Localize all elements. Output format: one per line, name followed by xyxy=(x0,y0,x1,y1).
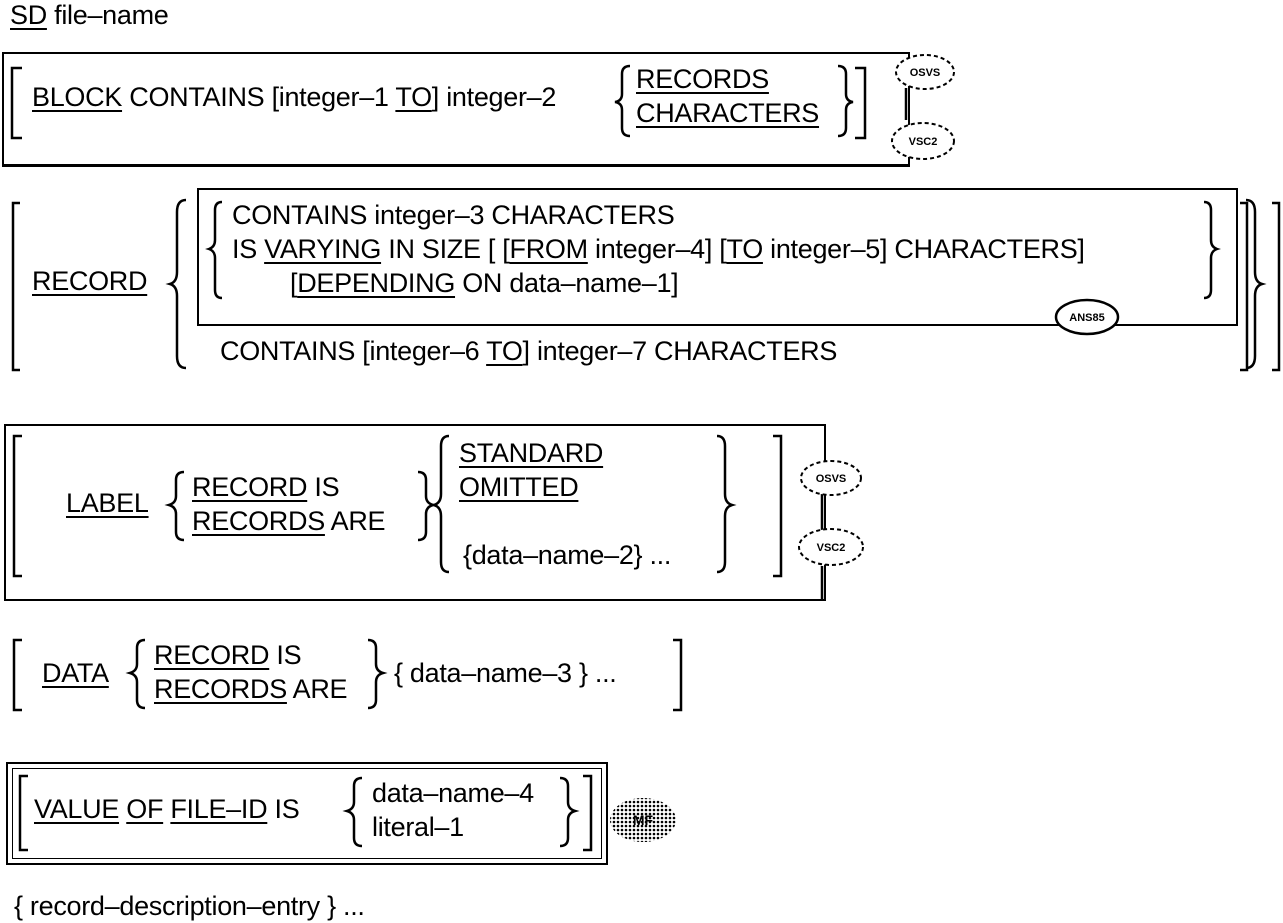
record-from: FROM xyxy=(509,234,589,264)
block-integer1: [integer–1 xyxy=(271,82,389,112)
value-right-brace xyxy=(559,776,580,848)
record-int4: integer–4] [ xyxy=(595,234,727,264)
record-int5: integer–5] CHARACTERS] xyxy=(770,234,1085,264)
block-option-records: RECORDS xyxy=(636,64,769,94)
data-record-right-brace xyxy=(367,638,388,710)
record-depending-open: [ xyxy=(290,268,298,298)
svg-text:VSC2: VSC2 xyxy=(909,136,938,148)
record-description-entry: { record–description–entry } ... xyxy=(14,891,365,921)
data-are: ARE xyxy=(292,674,348,704)
svg-text:OSVS: OSVS xyxy=(816,473,847,485)
label-option-standard: STANDARD xyxy=(459,438,604,468)
data-records-are: RECORDS ARE xyxy=(154,674,348,704)
record-to: TO xyxy=(726,234,764,264)
record-to-2: TO xyxy=(486,336,523,366)
label-record-is: RECORD IS xyxy=(192,472,340,502)
label-record-left-brace xyxy=(164,470,185,542)
label-options-left-brace xyxy=(429,434,450,574)
block-keyword: BLOCK xyxy=(32,82,123,112)
record-depending-rest: ON data–name–1] xyxy=(462,268,679,298)
value-keyword: VALUE xyxy=(34,794,120,824)
value-is: IS xyxy=(274,794,300,824)
svg-text:MF: MF xyxy=(633,812,654,828)
block-to: TO xyxy=(395,82,432,112)
record-line-2: IS VARYING IN SIZE [ [FROM integer–4] [T… xyxy=(232,236,1085,263)
label-left-bracket xyxy=(12,434,22,578)
varying-right-brace xyxy=(1203,200,1221,300)
value-left-brace xyxy=(342,776,363,848)
label-keyword: LABEL xyxy=(66,488,149,518)
ans85-badge: ANS85 xyxy=(1054,298,1120,336)
osvs-badge-block: OSVS xyxy=(895,54,955,90)
value-clause-box-outer xyxy=(6,762,608,865)
vsc2-badge-label: VSC2 xyxy=(798,528,864,566)
varying-left-brace xyxy=(205,200,223,300)
data-record-left-brace xyxy=(125,638,146,710)
mf-badge: MF xyxy=(610,798,676,842)
record-in-size: IN SIZE [ [ xyxy=(388,234,510,264)
data-record-is: RECORD IS xyxy=(154,640,302,670)
label-records: RECORDS xyxy=(192,506,325,536)
sd-header: SD file–name xyxy=(10,2,169,29)
block-options-left-brace xyxy=(614,64,631,138)
svg-text:VSC2: VSC2 xyxy=(817,542,846,554)
data-record: RECORD xyxy=(154,640,270,670)
record-line-1: CONTAINS integer–3 CHARACTERS xyxy=(232,200,675,230)
data-right-bracket xyxy=(673,638,683,712)
file-id-keyword: FILE–ID xyxy=(170,794,268,824)
block-left-bracket xyxy=(10,66,22,140)
label-record-right-brace xyxy=(417,470,438,542)
record-right-bracket-2 xyxy=(1272,201,1281,372)
record-line-4: CONTAINS [integer–6 TO] integer–7 CHARAC… xyxy=(220,338,837,365)
record-int6: CONTAINS [integer–6 xyxy=(220,336,480,366)
block-option-characters: CHARACTERS xyxy=(636,98,820,128)
value-right-bracket xyxy=(583,774,593,852)
label-are: ARE xyxy=(330,506,386,536)
block-clause-line: BLOCK CONTAINS [integer–1 TO] integer–2 xyxy=(32,84,556,111)
block-options-right-brace xyxy=(837,64,854,138)
record-right-bracket-1 xyxy=(1240,201,1249,372)
record-left-bracket xyxy=(11,201,20,372)
label-records-are: RECORDS ARE xyxy=(192,506,386,536)
label-option-omitted: OMITTED xyxy=(459,472,579,502)
block-close: ] xyxy=(431,82,440,112)
record-keyword: RECORD xyxy=(32,266,148,296)
label-options-right-brace xyxy=(716,434,737,574)
svg-text:OSVS: OSVS xyxy=(910,67,941,79)
label-right-bracket xyxy=(773,434,783,578)
value-clause-line: VALUE OF FILE–ID IS xyxy=(34,794,300,824)
label-record: RECORD xyxy=(192,472,308,502)
data-name-3: { data–name–3 } ... xyxy=(394,658,617,688)
block-contains: CONTAINS xyxy=(129,82,265,112)
record-depending: DEPENDING xyxy=(297,268,456,298)
value-option-data-name-4: data–name–4 xyxy=(372,778,534,808)
record-left-brace xyxy=(165,198,187,370)
data-is: IS xyxy=(276,640,302,670)
record-varying: VARYING xyxy=(264,234,382,264)
value-option-literal-1: literal–1 xyxy=(372,812,464,842)
data-keyword: DATA xyxy=(42,658,109,688)
block-clause-box xyxy=(2,52,910,167)
value-left-bracket xyxy=(18,774,28,852)
label-is: IS xyxy=(314,472,340,502)
osvs-badge-label: OSVS xyxy=(800,460,862,496)
data-left-bracket xyxy=(12,638,22,712)
svg-text:ANS85: ANS85 xyxy=(1069,312,1104,324)
of-keyword: OF xyxy=(126,794,164,824)
value-clause-box-inner xyxy=(12,768,602,859)
record-line-3: [DEPENDING ON data–name–1] xyxy=(290,268,679,298)
record-is: IS xyxy=(232,234,257,264)
block-integer2: integer–2 xyxy=(446,82,557,112)
block-right-bracket xyxy=(855,66,867,140)
data-records: RECORDS xyxy=(154,674,287,704)
record-right-brace xyxy=(1245,198,1267,370)
record-varying-box xyxy=(197,188,1238,326)
label-data-name-2: {data–name–2} ... xyxy=(463,540,672,570)
sd-keyword: SD xyxy=(10,0,47,30)
label-clause-box xyxy=(4,424,826,601)
record-int7: ] integer–7 CHARACTERS xyxy=(522,336,838,366)
sd-file-name: file–name xyxy=(54,0,169,30)
vsc2-badge-block: VSC2 xyxy=(891,122,955,160)
